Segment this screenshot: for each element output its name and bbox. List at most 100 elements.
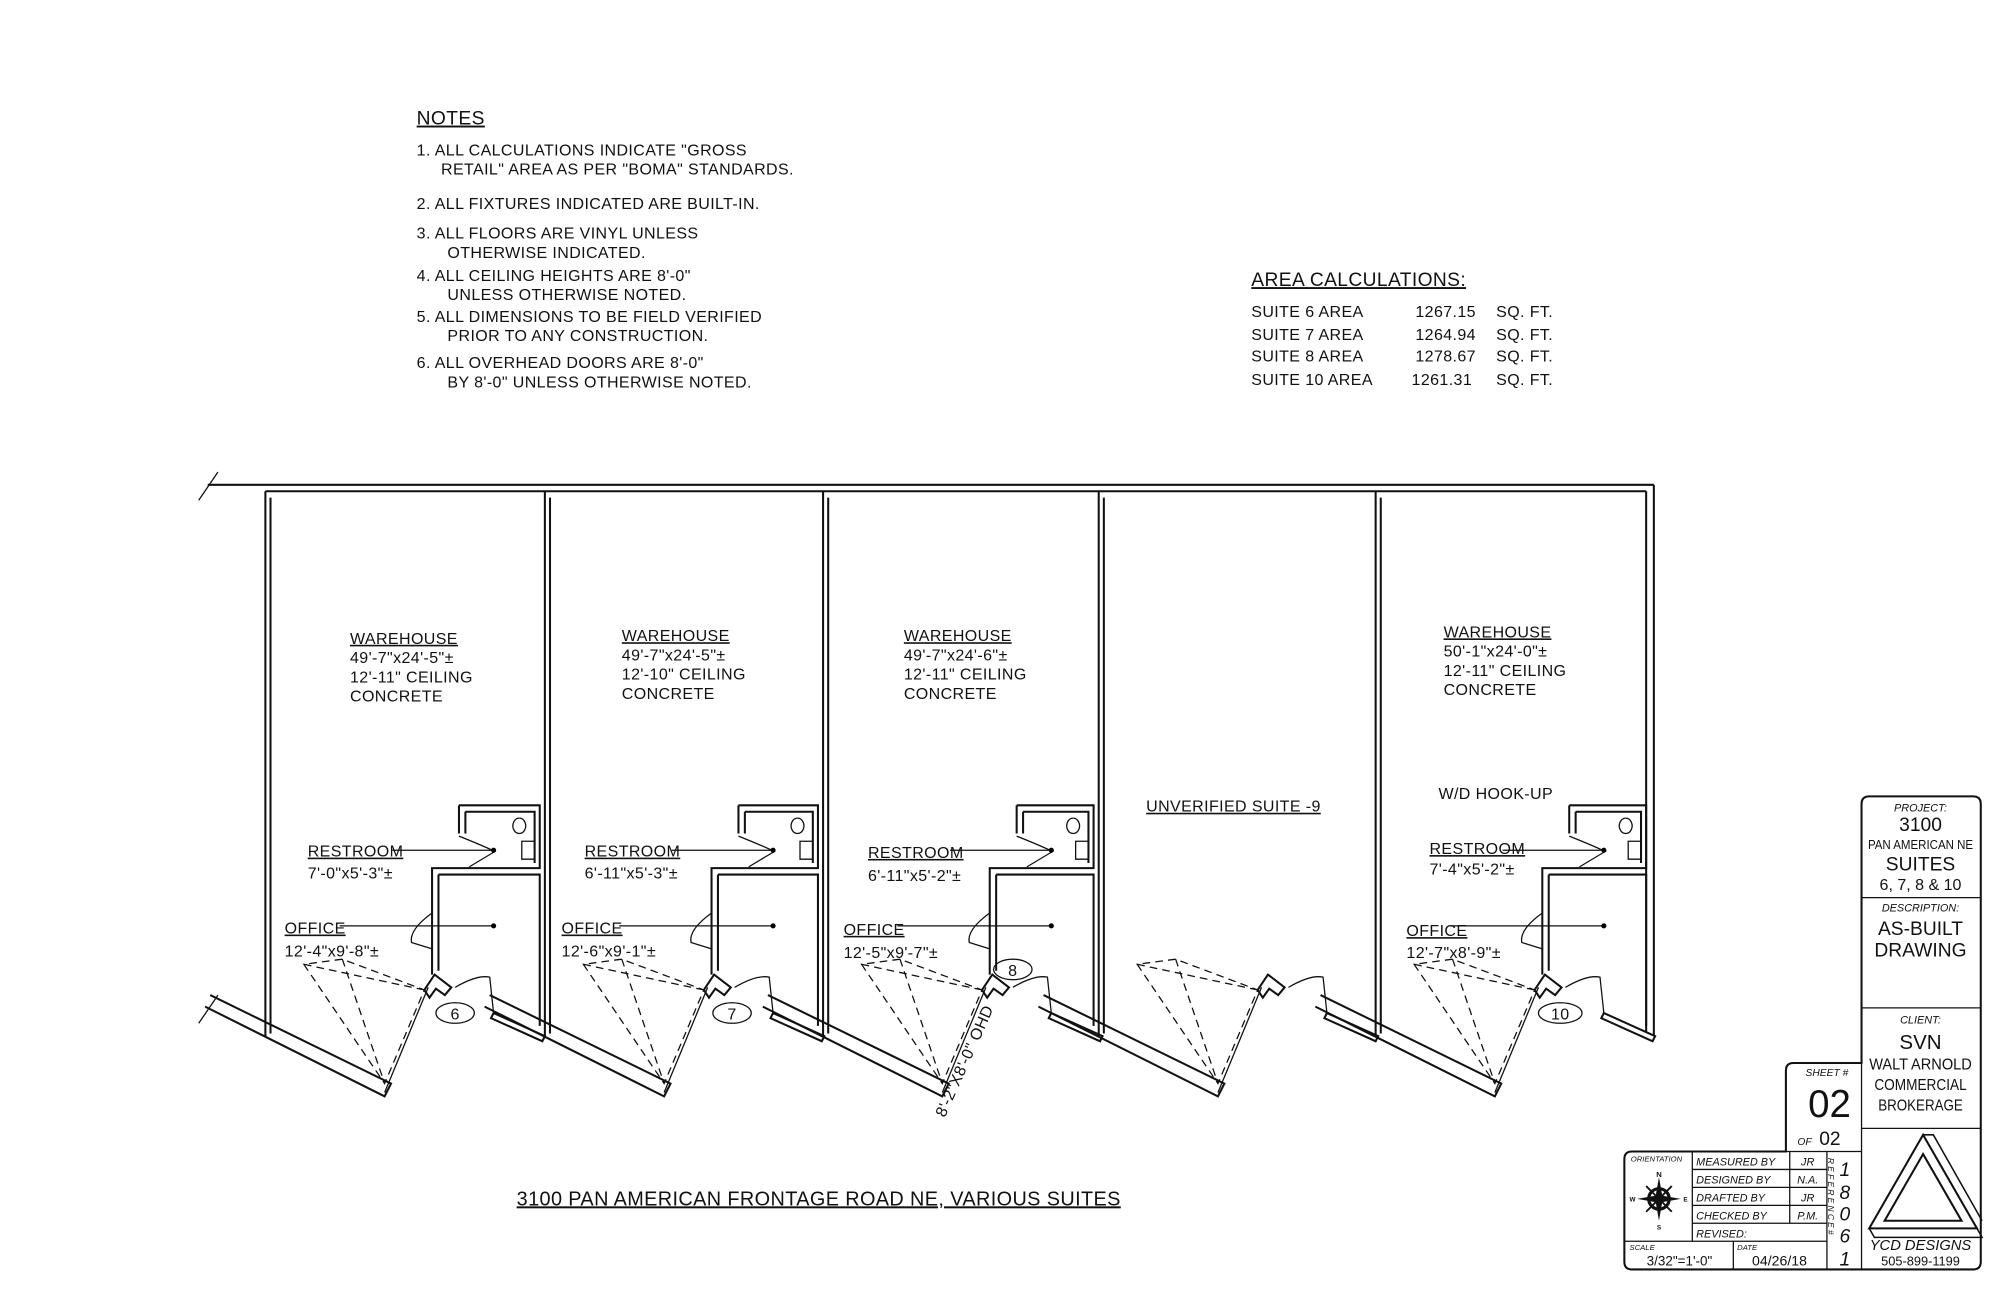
- warehouse-floor: CONCRETE: [1444, 681, 1537, 699]
- restroom-dims: 7'-0"x5'-3"±: [308, 864, 393, 882]
- restroom-door: [1016, 835, 1054, 868]
- suite-7: WAREHOUSE 49'-7"x24'-5"± 12'-10" CEILING…: [562, 627, 752, 1024]
- office-label: OFFICE: [844, 921, 905, 939]
- warehouse-dims: 50'-1"x24'-0"±: [1444, 643, 1548, 661]
- client-line-2: WALT ARNOLD: [1869, 1056, 1972, 1073]
- suite-labels: WAREHOUSE 49'-7"x24'-5"± 12'-11" CEILING…: [285, 623, 1583, 1120]
- office-dims: 12'-4"x9'-8"±: [285, 943, 380, 961]
- suite-number: 8: [1008, 962, 1017, 980]
- break-line-top: [198, 471, 219, 501]
- office-label: OFFICE: [285, 920, 346, 938]
- suite-10: WAREHOUSE 50'-1"x24'-0"± 12'-11" CEILING…: [1406, 623, 1583, 1024]
- office-walls: [437, 873, 541, 1026]
- storefront-wall: [769, 1011, 826, 1043]
- role-label: CHECKED BY: [1696, 1210, 1767, 1222]
- project-suite-list: 6, 7, 8 & 10: [1880, 876, 1962, 894]
- suite-number: 7: [727, 1005, 736, 1023]
- reference-digit: 0: [1840, 1205, 1851, 1226]
- reference-digit: 6: [1840, 1227, 1851, 1248]
- project-label: PROJECT:: [1894, 803, 1947, 815]
- warehouse-floor: CONCRETE: [350, 687, 443, 705]
- suite-number-bubble: [435, 1002, 475, 1024]
- restroom-dims: 6'-11"x5'-2"±: [868, 867, 961, 885]
- role-value: JR: [1800, 1157, 1814, 1169]
- compass-e: E: [1683, 1196, 1688, 1203]
- title-block-outline: [1623, 795, 1982, 1271]
- area-label: SUITE 8 AREA: [1251, 348, 1363, 366]
- area-label: SUITE 7 AREA: [1251, 326, 1363, 344]
- restroom-office-walls: [431, 804, 541, 975]
- office-walls: [1547, 873, 1648, 1026]
- orientation-label: ORIENTATION: [1631, 1155, 1683, 1164]
- wd-hookup-label: W/D HOOK-UP: [1438, 785, 1553, 803]
- entry-door-jamb: [1533, 973, 1564, 1000]
- restroom-label: RESTROOM: [868, 844, 964, 862]
- leader-dot: [1048, 847, 1054, 853]
- overhead-door-line: [1217, 987, 1263, 1093]
- office-walls: [716, 873, 819, 1026]
- leader-dot: [491, 847, 497, 853]
- area-unit: SQ. FT.: [1496, 371, 1553, 389]
- leader-line: [1450, 849, 1604, 927]
- office-door: [690, 912, 712, 950]
- note-4-line-2: UNLESS OTHERWISE NOTED.: [447, 286, 686, 304]
- front-wall: [204, 994, 393, 1098]
- compass-w: W: [1629, 1196, 1636, 1203]
- demising-wall: [543, 491, 552, 1037]
- area-unit: SQ. FT.: [1496, 326, 1553, 344]
- warehouse-ceiling: 12'-11" CEILING: [1444, 662, 1567, 680]
- front-wall: [484, 994, 672, 1098]
- reference-digit: 8: [1840, 1183, 1851, 1204]
- client-line-3: COMMERCIAL: [1874, 1077, 1967, 1094]
- warehouse-label: WAREHOUSE: [1444, 623, 1552, 641]
- entry-door-jamb: [702, 973, 733, 1000]
- note-1-line-2: RETAIL" AREA AS PER "BOMA" STANDARDS.: [441, 161, 794, 179]
- date-value: 04/26/18: [1752, 1253, 1807, 1269]
- notes-block: NOTES 1. ALL CALCULATIONS INDICATE "GROS…: [417, 109, 794, 392]
- suite-number-bubble: [712, 1002, 752, 1024]
- area-value: 1261.31: [1412, 371, 1473, 389]
- note-1-line-1: 1. ALL CALCULATIONS INDICATE "GROSS: [417, 141, 747, 159]
- suite-number-bubble: [1537, 1002, 1583, 1024]
- note-4-line-1: 4. ALL CEILING HEIGHTS ARE 8'-0": [417, 267, 691, 285]
- warehouse-label: WAREHOUSE: [622, 627, 730, 645]
- leader-dot: [491, 923, 497, 929]
- area-value: 1267.15: [1415, 303, 1476, 321]
- revised-label: REVISED:: [1696, 1228, 1747, 1240]
- unverified-suite-9-label: UNVERIFIED SUITE -9: [1146, 798, 1321, 816]
- area-value: 1278.67: [1415, 348, 1476, 366]
- role-label: DESIGNED BY: [1696, 1175, 1771, 1187]
- role-value: JR: [1800, 1192, 1814, 1204]
- rear-wall: [207, 483, 1655, 1037]
- restroom-door: [458, 835, 497, 868]
- sheet-number: 02: [1808, 1083, 1851, 1126]
- restroom-office-walls: [988, 804, 1095, 975]
- date-label: DATE: [1737, 1243, 1758, 1252]
- suite-number: 10: [1551, 1005, 1570, 1023]
- area-label: SUITE 6 AREA: [1251, 303, 1363, 321]
- note-2: 2. ALL FIXTURES INDICATED ARE BUILT-IN.: [417, 195, 760, 213]
- reference-digit: 1: [1840, 1160, 1851, 1181]
- company-name: YCD DESIGNS: [1870, 1238, 1972, 1254]
- overhead-door-line: [941, 987, 987, 1093]
- of-label: OF: [1797, 1137, 1812, 1148]
- project-number: 3100: [1899, 815, 1942, 836]
- toilet-sink-icon: [512, 817, 536, 860]
- description-line-2: DRAWING: [1874, 941, 1966, 962]
- office-label: OFFICE: [562, 920, 623, 938]
- storefront-wall: [1047, 1011, 1104, 1043]
- leader-dot: [1601, 847, 1607, 853]
- area-unit: SQ. FT.: [1496, 303, 1553, 321]
- compass-rose-icon: N S E W: [1629, 1170, 1688, 1232]
- restroom-office-walls: [1541, 804, 1648, 975]
- toilet-sink-icon: [1066, 817, 1090, 860]
- warehouse-ceiling: 12'-11" CEILING: [350, 668, 473, 686]
- storefront-wall: [1322, 1011, 1380, 1043]
- demising-wall: [1097, 491, 1105, 1037]
- restroom-office-walls: [710, 804, 819, 975]
- note-3-line-1: 3. ALL FLOORS ARE VINYL UNLESS: [417, 225, 699, 243]
- suite-walls: [204, 491, 1657, 1098]
